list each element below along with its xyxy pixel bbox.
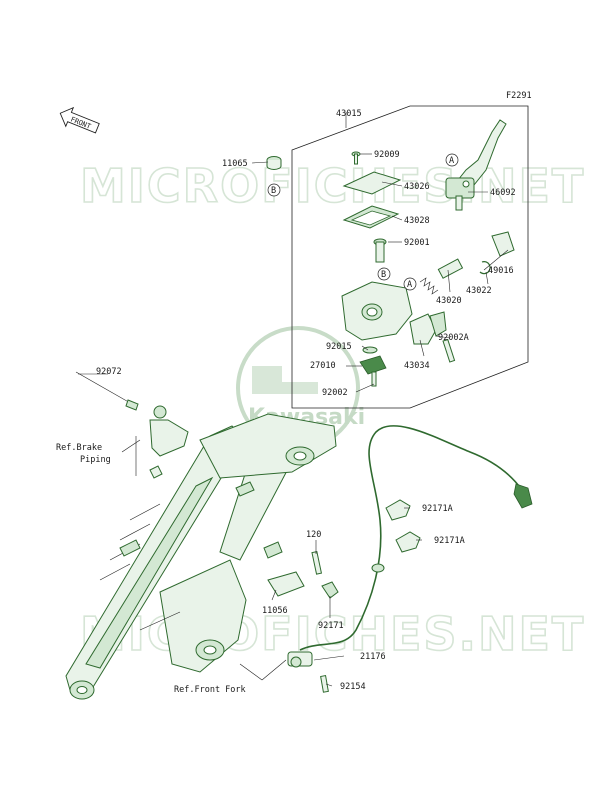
ref-brake-piping-line2: Piping bbox=[80, 455, 111, 465]
ref-brake-piping-line1: Ref.Brake bbox=[56, 443, 102, 453]
brake-piping-bracket bbox=[149, 405, 189, 479]
watermark-bottom: MICROFICHES.NET bbox=[80, 607, 585, 661]
bracket-11056 bbox=[267, 571, 305, 597]
bolt-92001 bbox=[373, 238, 387, 263]
grommet bbox=[371, 563, 385, 573]
label-43015: 43015 bbox=[336, 109, 362, 119]
sensor-connector bbox=[513, 483, 533, 509]
figure-code: F2291 bbox=[506, 91, 532, 101]
front-arrow-icon: FRONT bbox=[59, 106, 100, 134]
clamp-92171A-2 bbox=[395, 531, 421, 553]
holder-43034 bbox=[409, 313, 437, 345]
label-92002: 92002 bbox=[322, 388, 348, 398]
marker-a-top-text: A bbox=[449, 156, 454, 166]
sensor-cable bbox=[299, 425, 523, 651]
piston-43020 bbox=[419, 258, 464, 295]
circlip-43022 bbox=[479, 261, 491, 275]
label-92072: 92072 bbox=[96, 367, 122, 377]
label-43020: 43020 bbox=[436, 296, 462, 306]
cap-11065 bbox=[266, 156, 282, 170]
label-11056: 11056 bbox=[262, 606, 288, 616]
label-92171: 92171 bbox=[318, 621, 344, 631]
sensor-21176 bbox=[287, 651, 313, 668]
bolt-92002A bbox=[442, 338, 456, 363]
label-92171A-1: 92171A bbox=[422, 504, 453, 514]
master-cylinder-body bbox=[341, 281, 413, 341]
washer-92015 bbox=[362, 346, 378, 354]
master-cylinder-group-box bbox=[291, 105, 529, 409]
label-49016: 49016 bbox=[488, 266, 514, 276]
watermark-top: MICROFICHES.NET bbox=[80, 159, 585, 213]
label-92154: 92154 bbox=[340, 682, 366, 692]
label-43022: 43022 bbox=[466, 286, 492, 296]
label-92002A: 92002A bbox=[438, 333, 469, 343]
front-fork-assembly bbox=[65, 413, 337, 700]
bolt-92154 bbox=[320, 675, 329, 693]
label-92001: 92001 bbox=[404, 238, 430, 248]
clamp-92171 bbox=[321, 581, 339, 599]
label-27010: 27010 bbox=[310, 361, 336, 371]
ref-front-fork: Ref.Front Fork bbox=[174, 685, 246, 695]
label-92009: 92009 bbox=[374, 150, 400, 160]
clamp-92171A-1 bbox=[385, 499, 411, 521]
label-43028: 43028 bbox=[404, 216, 430, 226]
label-120: 120 bbox=[306, 530, 321, 540]
label-46092: 46092 bbox=[490, 188, 516, 198]
leader-lines bbox=[78, 153, 509, 687]
label-92171A-2: 92171A bbox=[434, 536, 465, 546]
rod-92072 bbox=[125, 399, 139, 411]
label-21176: 21176 bbox=[360, 652, 386, 662]
label-11065: 11065 bbox=[222, 159, 248, 169]
label-92015: 92015 bbox=[326, 342, 352, 352]
reservoir-cap-43026 bbox=[342, 171, 402, 195]
screw-92009 bbox=[351, 151, 361, 165]
switch-27010 bbox=[359, 355, 387, 375]
marker-b-cylinder: B bbox=[381, 270, 386, 280]
screw-92002 bbox=[371, 371, 377, 387]
bolt-120 bbox=[311, 551, 323, 575]
brake-lever bbox=[445, 119, 507, 211]
marker-b-left: B bbox=[271, 186, 276, 196]
label-43026: 43026 bbox=[404, 182, 430, 192]
boot-49016 bbox=[491, 231, 515, 257]
label-43034: 43034 bbox=[404, 361, 430, 371]
marker-a-top bbox=[445, 153, 459, 167]
marker-a-cylinder: A bbox=[407, 280, 412, 290]
